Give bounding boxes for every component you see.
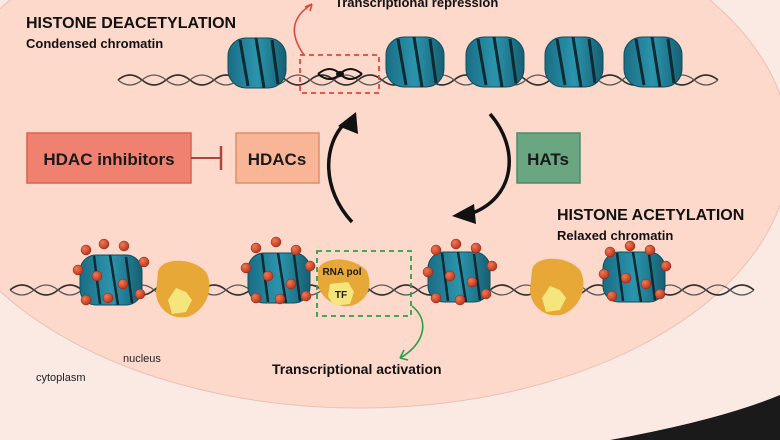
cell-edge <box>610 395 780 440</box>
hdacs-box: HDACs <box>235 132 320 184</box>
acetylation-subtitle: Relaxed chromatin <box>557 228 673 243</box>
nucleosome <box>227 37 287 89</box>
dna-knot <box>317 68 363 80</box>
acetylated-nucleosome <box>598 240 672 303</box>
nucleosome <box>544 36 604 88</box>
deacetylation-subtitle: Condensed chromatin <box>26 36 163 51</box>
repression-arrow <box>293 3 313 56</box>
acetylated-nucleosome <box>72 238 150 306</box>
acetylation-title: HISTONE ACETYLATION <box>557 207 744 224</box>
nucleosome <box>465 36 525 88</box>
repression-label: Transcriptional repression <box>335 0 498 10</box>
deacetylation-title: HISTONE DEACETYLATION <box>26 15 236 32</box>
rna-pol-label: RNA pol <box>322 267 361 278</box>
cytoplasm-label: cytoplasm <box>36 372 86 384</box>
transcription-factor-complex <box>156 260 210 318</box>
hdacs-label: HDACs <box>248 150 307 169</box>
hdac-inhibitors-label: HDAC inhibitors <box>43 150 174 169</box>
nucleosome <box>385 36 445 88</box>
inhibition-connector <box>191 146 223 170</box>
deacetylation-arrow <box>327 112 358 224</box>
activation-arrow <box>399 305 424 359</box>
acetylation-arrow <box>452 112 511 224</box>
nucleus-label: nucleus <box>123 353 161 365</box>
activation-label: Transcriptional activation <box>272 361 442 377</box>
nucleosome <box>623 36 683 88</box>
acetylated-nucleosome <box>422 238 498 306</box>
tf-label: TF <box>335 290 347 301</box>
repression-region-box <box>299 54 380 94</box>
hdac-inhibitors-box: HDAC inhibitors <box>26 132 192 184</box>
transcription-factor-complex <box>530 258 584 316</box>
hats-box: HATs <box>516 132 581 184</box>
active-transcription-site: RNA pol TF <box>318 259 370 307</box>
hats-label: HATs <box>527 150 569 169</box>
acetylated-nucleosome <box>240 236 316 305</box>
activation-region-box <box>316 250 412 317</box>
